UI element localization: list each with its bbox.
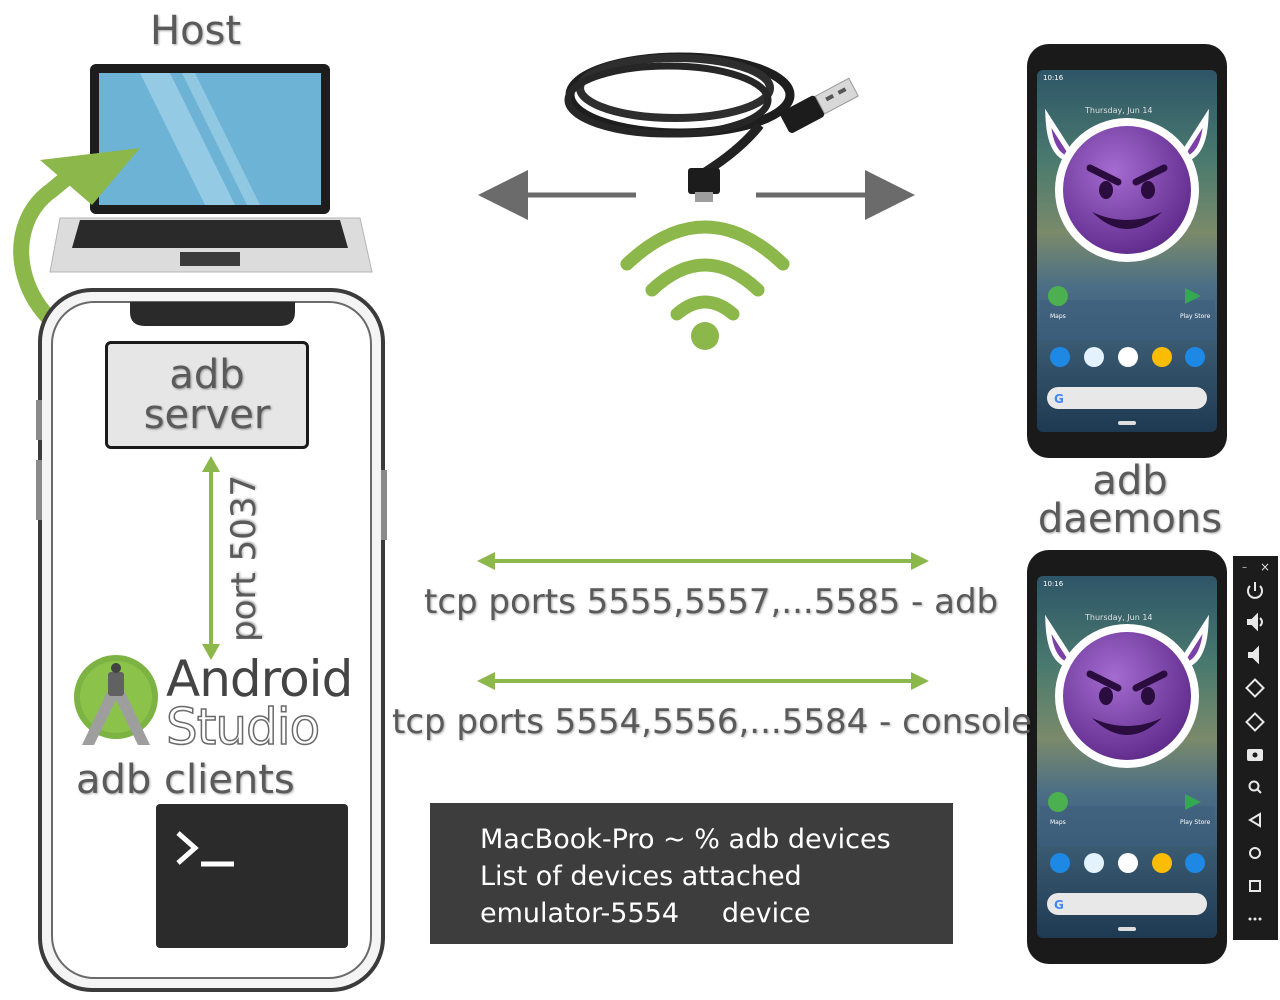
terminal-line: List of devices attached [480, 861, 802, 892]
laptop-icon [49, 64, 373, 273]
volume-up-icon[interactable] [1247, 612, 1263, 632]
power-icon[interactable] [1247, 582, 1263, 599]
adb-clients-label: adb clients [76, 757, 295, 803]
app-label-maps-2: Maps [1050, 819, 1066, 826]
devil-emoji-icon [1045, 108, 1209, 262]
toolbar-close[interactable]: × [1260, 560, 1270, 574]
adb-ports-arrow [477, 552, 929, 570]
adb-server-line1: adb [169, 352, 245, 398]
volume-down-icon[interactable] [1248, 645, 1259, 665]
wifi-icon [620, 220, 790, 350]
android-studio-line2: Studio [165, 697, 321, 757]
home-icon[interactable] [1249, 847, 1261, 859]
camera-icon[interactable] [1247, 749, 1263, 761]
status-time-2: 10:16 [1043, 580, 1064, 588]
console-ports-label: tcp ports 5554,5556,...5584 - console [392, 702, 1033, 742]
overview-icon[interactable] [1249, 880, 1261, 892]
device-phone-2: 10:16 Thursday, Jun 14 Maps Play Store G [1027, 550, 1227, 964]
status-time: 10:16 [1043, 74, 1064, 82]
devil-emoji-icon [1045, 614, 1209, 768]
android-studio-logo [74, 655, 158, 745]
lock-date-2: Thursday, Jun 14 [1084, 613, 1153, 622]
search-g-2: G [1054, 898, 1064, 912]
rotate-left-icon[interactable] [1245, 678, 1265, 698]
adb-server-line2: server [143, 392, 271, 438]
adb-server-box: adb server [105, 341, 309, 449]
more-icon[interactable] [1248, 917, 1262, 921]
terminal-line: emulator-5554 device [480, 898, 811, 929]
terminal-line: MacBook-Pro ~ % adb devices [480, 824, 891, 855]
usb-cable-icon [564, 52, 859, 202]
app-label-play-2: Play Store [1180, 819, 1211, 826]
adb-ports-label: tcp ports 5555,5557,...5585 - adb [424, 582, 999, 622]
host-title: Host [150, 8, 242, 54]
console-ports-arrow [477, 672, 929, 690]
toolbar-minimize[interactable]: – [1242, 562, 1247, 573]
adb-daemons-line2: daemons [1037, 496, 1223, 542]
app-label-play: Play Store [1180, 313, 1211, 320]
device-phone-1: 10:16 Thursday, Jun 14 Maps Play Store G [1027, 44, 1227, 458]
rotate-right-icon[interactable] [1245, 712, 1265, 732]
zoom-icon[interactable] [1248, 780, 1262, 794]
adb-daemons-line1: adb [1092, 458, 1168, 504]
back-icon[interactable] [1248, 812, 1261, 828]
adb-daemons-label: adb daemons [1030, 458, 1230, 542]
search-g-1: G [1054, 392, 1064, 406]
terminal-output: MacBook-Pro ~ % adb devices List of devi… [430, 803, 953, 944]
port-label: port 5037 [224, 474, 264, 642]
lock-date: Thursday, Jun 14 [1084, 106, 1153, 115]
android-studio-line1: Android [166, 650, 353, 708]
port-5037-arrow [202, 456, 220, 660]
app-label-maps: Maps [1050, 313, 1066, 320]
emulator-toolbar: – × [1233, 556, 1278, 940]
terminal-icon [156, 804, 348, 948]
